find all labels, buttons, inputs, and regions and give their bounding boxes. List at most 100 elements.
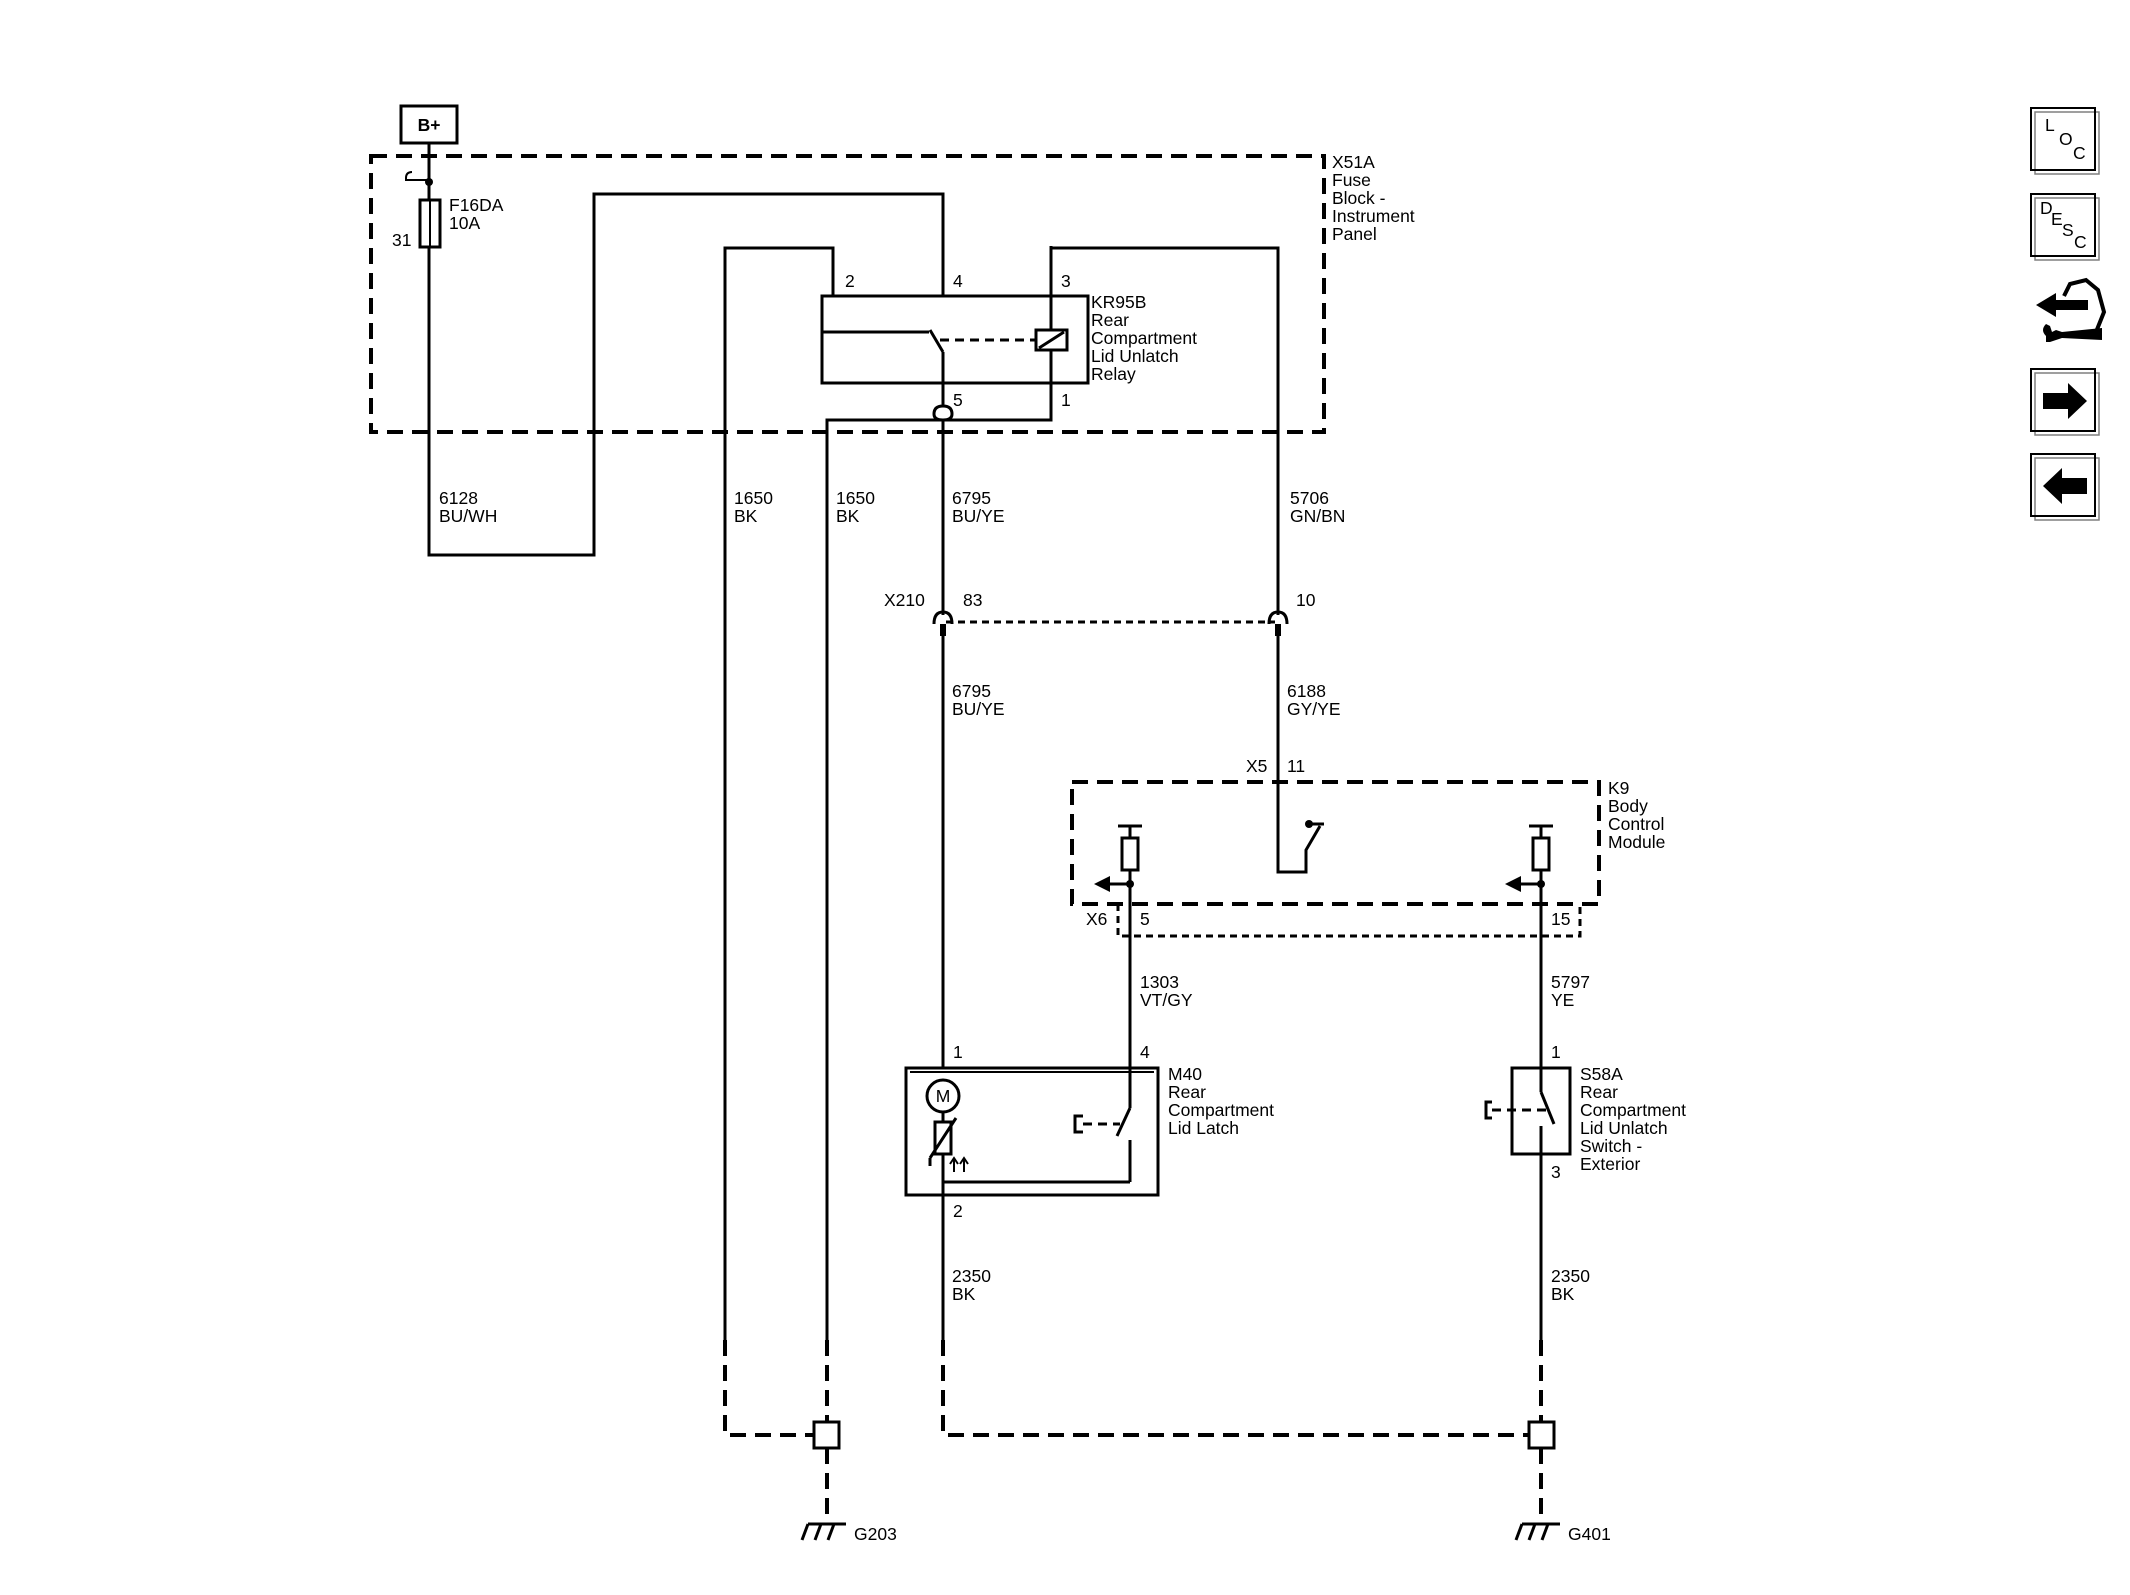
switch-name-1: Rear [1580,1082,1618,1102]
relay-pin-2: 2 [845,271,855,291]
x210-pin-83: 83 [963,590,982,610]
wire-1650a-circuit: 1650 [734,488,773,508]
fuse-pin: 31 [392,230,411,250]
latch-pin-4: 4 [1140,1042,1150,1062]
wire-6795a-circuit: 6795 [952,488,991,508]
wire-6795a-color: BU/YE [952,506,1005,526]
battery-label: B+ [418,115,441,135]
loc-button[interactable]: L O C [2030,107,2100,175]
fuse-id: F16DA [449,195,504,215]
relay-name-2: Compartment [1091,328,1197,348]
switch-name-5: Exterior [1580,1154,1640,1174]
fuse-block-name-1: Fuse [1332,170,1371,190]
switch-name-2: Compartment [1580,1100,1686,1120]
connector-wrench-icon [2036,277,2107,342]
bcm-name-2: Control [1608,814,1664,834]
wire-1650b-circuit: 1650 [836,488,875,508]
bcm-pullup-left [1094,824,1142,904]
wire-5706-color: GN/BN [1290,506,1345,526]
switch-name-4: Switch - [1580,1136,1642,1156]
x5-id: X5 [1246,756,1267,776]
switch-s58a: 1 3 S58A Rear Compartment Lid Unlatch Sw… [1484,1042,1686,1182]
wire-5706-circuit: 5706 [1290,488,1329,508]
wire-1650-a [723,246,835,1340]
fuse-f16da: F16DA 10A 31 [392,171,504,250]
desc-letter-c: C [2074,232,2087,252]
previous-page-button[interactable] [2030,453,2100,521]
desc-button[interactable]: D E S C [2030,193,2100,261]
x6-pin-15: 15 [1551,909,1570,929]
latch-name-2: Compartment [1168,1100,1274,1120]
x5-pin-11: 11 [1287,756,1305,776]
wire-5797-circuit: 5797 [1551,972,1590,992]
wire-1303-circuit: 1303 [1140,972,1179,992]
wire-6188-color: GY/YE [1287,699,1341,719]
bcm-name-1: Body [1608,796,1648,816]
wire-6128-circuit: 6128 [439,488,478,508]
x6-id: X6 [1086,909,1107,929]
latch-name-1: Rear [1168,1082,1206,1102]
desc-letter-s: S [2062,220,2074,240]
latch-pin-1: 1 [953,1042,963,1062]
arrow-right-icon [2043,383,2087,419]
relay-name-1: Rear [1091,310,1129,330]
motor-symbol: M [936,1086,951,1106]
latch-id: M40 [1168,1064,1202,1084]
battery-power-source: B+ [399,104,459,200]
fuse-rating: 10A [449,213,480,233]
bcm-input-switch [1276,782,1324,874]
relay-pin-4: 4 [953,271,963,291]
relay-name-4: Relay [1091,364,1136,384]
fuse-block-name-4: Panel [1332,224,1377,244]
ground-g203-label: G203 [854,1524,897,1544]
fuse-block-name-2: Block - [1332,188,1386,208]
wire-2350b-color: BK [1551,1284,1575,1304]
ground-g401-label: G401 [1568,1524,1611,1544]
latch-m40: M 1 4 2 M40 Rear Compartment Lid Latch [904,1042,1274,1221]
desc-letter-e: E [2051,209,2063,229]
fuse-block-id: X51A [1332,152,1375,172]
bcm-label: K9 Body Control Module [1608,778,1665,852]
loc-letter-o: O [2059,129,2073,149]
diagnostic-connector-button[interactable] [2036,277,2107,342]
connector-x210: X210 83 10 [884,590,1316,636]
latch-name-3: Lid Latch [1168,1118,1239,1138]
ground-g401: G401 [941,1340,1611,1544]
relay-name-3: Lid Unlatch [1091,346,1179,366]
fuse-block-outline [369,154,1326,434]
bcm-id: K9 [1608,778,1629,798]
switch-name-3: Lid Unlatch [1580,1118,1668,1138]
bcm-pullup-right [1505,824,1553,904]
fuse-block-label: X51A Fuse Block - Instrument Panel [1332,152,1415,244]
relay-pin-3: 3 [1061,271,1071,291]
wire-1650a-color: BK [734,506,758,526]
arrow-left-icon [2043,468,2087,504]
loc-letter-c: C [2073,143,2086,163]
latch-pin-2: 2 [953,1201,963,1221]
wire-2350a-circuit: 2350 [952,1266,991,1286]
x6-pin-5: 5 [1140,909,1150,929]
bcm-outline [1070,780,1601,906]
relay-kr95b: 2 4 3 5 1 KR95B Rear Compartment Lid Unl… [820,246,1197,410]
wire-6128-color: BU/WH [439,506,497,526]
wire-1650b-color: BK [836,506,860,526]
wire-1303-color: VT/GY [1140,990,1193,1010]
wire-6795b-circuit: 6795 [952,681,991,701]
fuse-block-name-3: Instrument [1332,206,1415,226]
ground-g203: G203 [723,1340,897,1544]
wire-6128 [427,192,945,557]
relay-pin-1: 1 [1061,390,1071,410]
relay-pin-5: 5 [953,390,963,410]
bcm-name-3: Module [1608,832,1665,852]
wire-2350a-color: BK [952,1284,976,1304]
wire-2350b-circuit: 2350 [1551,1266,1590,1286]
connector-x6: X6 5 15 [1086,904,1582,938]
switch-pin-1: 1 [1551,1042,1561,1062]
wire-6795b-color: BU/YE [952,699,1005,719]
x210-pin-10: 10 [1296,590,1316,610]
wire-6188-circuit: 6188 [1287,681,1326,701]
desc-letter-d: D [2040,198,2053,218]
next-page-button[interactable] [2030,368,2100,436]
x210-id: X210 [884,590,925,610]
switch-pin-3: 3 [1551,1162,1561,1182]
